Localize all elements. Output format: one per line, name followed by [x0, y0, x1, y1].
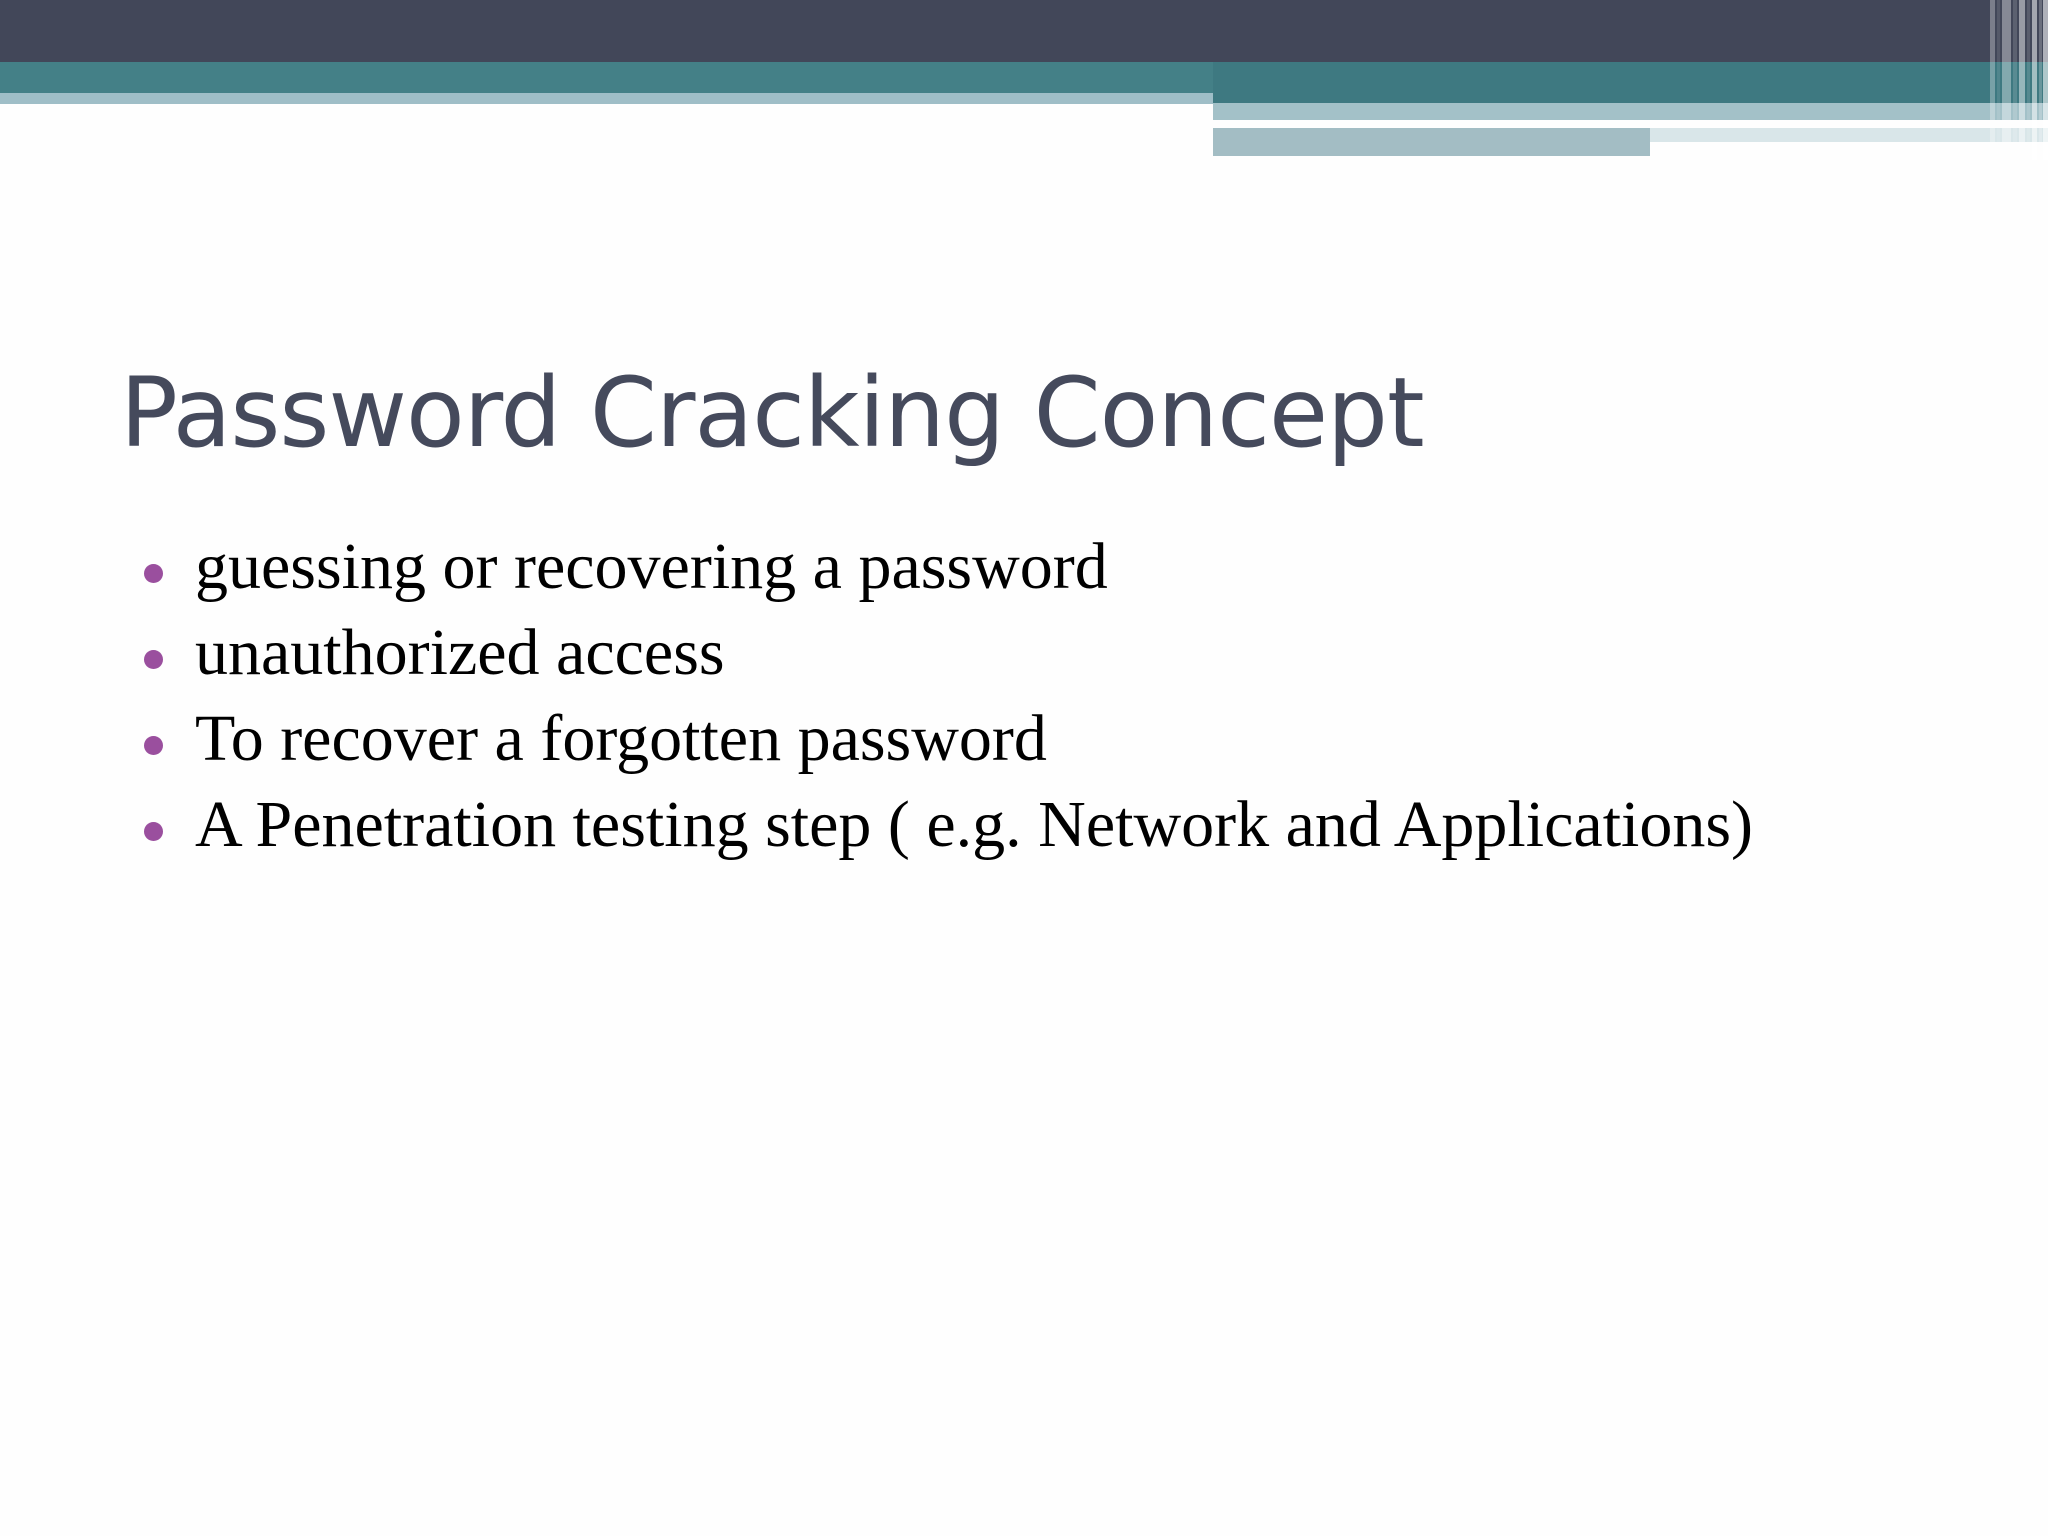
banner-band-teal-right — [1213, 62, 2048, 103]
banner-band-teal-left — [0, 62, 1213, 93]
bullet-text: A Penetration testing step ( e.g. Networ… — [195, 787, 1754, 861]
banner-vertical-stripe — [2043, 0, 2048, 160]
slide-title: Password Cracking Concept — [120, 357, 1425, 470]
bullet-dot-icon — [144, 735, 163, 755]
bullet-text: To recover a forgotten password — [195, 701, 1047, 775]
banner-vertical-stripe — [2019, 0, 2025, 160]
list-item: To recover a forgotten password — [130, 700, 1920, 778]
banner-vertical-stripe — [2027, 0, 2030, 160]
banner-band-lightblue-right-tail — [1650, 128, 2048, 142]
banner-vertical-stripes — [1988, 0, 2048, 160]
bullet-text: unauthorized access — [195, 615, 725, 689]
banner-band-lightblue-right-lower — [1213, 128, 1650, 156]
banner-vertical-stripe — [2032, 0, 2037, 160]
bullet-dot-icon — [144, 821, 163, 841]
banner-vertical-stripe — [2039, 0, 2042, 160]
banner-band-dark — [0, 0, 2048, 62]
banner-vertical-stripe — [2002, 0, 2011, 160]
banner-band-lightblue-right-upper — [1213, 103, 2048, 120]
list-item: unauthorized access — [130, 614, 1920, 692]
header-banner — [0, 0, 2048, 160]
slide-bullet-list: guessing or recovering a password unauth… — [130, 528, 1920, 872]
bullet-dot-icon — [144, 649, 163, 669]
bullet-text: guessing or recovering a password — [195, 530, 1108, 603]
banner-band-lightblue-left — [0, 93, 1213, 104]
list-item: A Penetration testing step ( e.g. Networ… — [130, 786, 1920, 864]
banner-vertical-stripe — [1990, 0, 1995, 160]
banner-vertical-stripe — [1997, 0, 2000, 160]
banner-band-white-gap — [1213, 120, 2048, 128]
banner-vertical-stripe — [2013, 0, 2017, 160]
bullet-dot-icon — [144, 564, 163, 583]
list-item: guessing or recovering a password — [130, 528, 1920, 606]
